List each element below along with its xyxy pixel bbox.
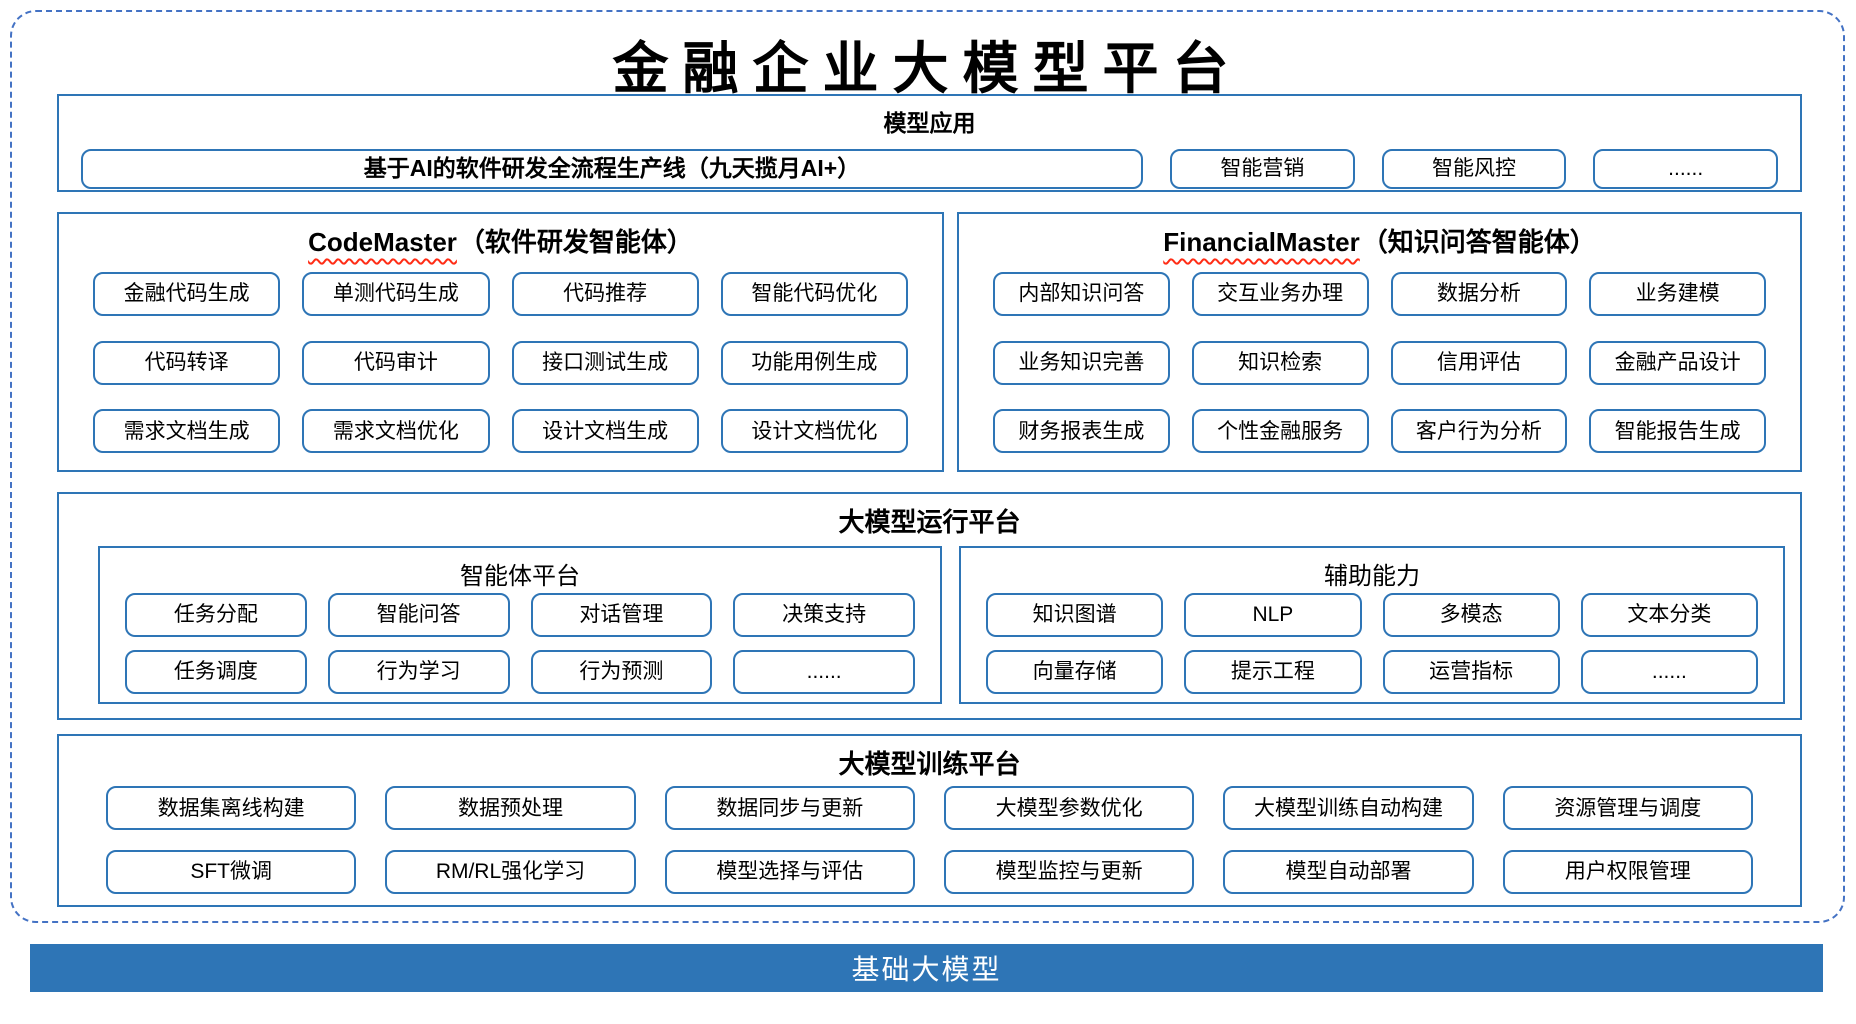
section-financialmaster: FinancialMaster（知识问答智能体） 内部知识问答 交互业务办理 数… — [957, 212, 1802, 472]
codemaster-feature-box: 设计文档生成 — [511, 409, 699, 454]
aux-capability-grid: 知识图谱 NLP 多模态 文本分类 向量存储 提示工程 运营指标 ...... — [961, 591, 1783, 704]
page-title: 金融企业大模型平台 — [612, 36, 1243, 102]
financialmaster-feature-box: 智能报告生成 — [1589, 409, 1766, 454]
codemaster-feature-box: 功能用例生成 — [720, 340, 908, 385]
train-platform-feature-box: 用户权限管理 — [1502, 849, 1753, 894]
agent-platform-feature-box: 智能问答 — [327, 593, 510, 637]
subsection-aux-capability: 辅助能力 知识图谱 NLP 多模态 文本分类 向量存储 提示工程 运营指标 ..… — [959, 546, 1785, 704]
section-codemaster: CodeMaster（软件研发智能体） 金融代码生成 单测代码生成 代码推荐 智… — [57, 212, 944, 472]
codemaster-feature-box: 需求文档优化 — [302, 409, 490, 454]
aux-capability-feature-box: 多模态 — [1382, 593, 1560, 637]
model-app-ellipsis-box: ...... — [1593, 149, 1779, 189]
financialmaster-feature-box: 个性金融服务 — [1191, 409, 1369, 454]
codemaster-title: CodeMaster（软件研发智能体） — [59, 222, 942, 259]
train-platform-feature-box: 大模型训练自动构建 — [1223, 786, 1474, 831]
train-platform-feature-box: SFT微调 — [106, 849, 357, 894]
agent-platform-feature-box: 任务分配 — [125, 593, 307, 637]
section-model-app: 模型应用 基于AI的软件研发全流程生产线（九天揽月AI+） 智能营销 智能风控 … — [57, 94, 1802, 192]
codemaster-feature-box: 智能代码优化 — [720, 271, 908, 316]
agent-platform-feature-box: 任务调度 — [125, 650, 307, 694]
financialmaster-feature-box: 内部知识问答 — [993, 271, 1170, 316]
financialmaster-feature-box: 数据分析 — [1390, 271, 1568, 316]
codemaster-feature-box: 金融代码生成 — [93, 271, 281, 316]
agent-platform-grid: 任务分配 智能问答 对话管理 决策支持 任务调度 行为学习 行为预测 .....… — [100, 591, 940, 704]
agent-platform-feature-box: ...... — [733, 650, 915, 694]
aux-capability-title: 辅助能力 — [1324, 563, 1420, 590]
train-platform-feature-box: 资源管理与调度 — [1502, 786, 1753, 831]
train-platform-feature-box: 模型自动部署 — [1223, 849, 1474, 894]
codemaster-feature-box: 接口测试生成 — [511, 340, 699, 385]
platform-outer-dashed-frame: 金融企业大模型平台 模型应用 基于AI的软件研发全流程生产线（九天揽月AI+） … — [10, 10, 1845, 923]
codemaster-title-en: CodeMaster — [308, 227, 457, 257]
aux-capability-feature-box: 向量存储 — [986, 650, 1164, 694]
financialmaster-feature-box: 金融产品设计 — [1589, 340, 1766, 385]
aux-capability-feature-box: 提示工程 — [1184, 650, 1362, 694]
agent-platform-title: 智能体平台 — [460, 563, 580, 590]
agents-row: CodeMaster（软件研发智能体） 金融代码生成 单测代码生成 代码推荐 智… — [57, 212, 1802, 472]
aux-capability-feature-box: 文本分类 — [1580, 593, 1758, 637]
run-platform-inner-row: 智能体平台 任务分配 智能问答 对话管理 决策支持 任务调度 行为学习 行为预测… — [98, 546, 1785, 704]
train-platform-feature-box: RM/RL强化学习 — [385, 849, 636, 894]
base-model-bar: 基础大模型 — [30, 944, 1823, 992]
ai-pipeline-box: 基于AI的软件研发全流程生产线（九天揽月AI+） — [81, 149, 1143, 189]
base-model-label: 基础大模型 — [851, 954, 1002, 985]
subsection-agent-platform: 智能体平台 任务分配 智能问答 对话管理 决策支持 任务调度 行为学习 行为预测… — [98, 546, 942, 704]
codemaster-feature-box: 需求文档生成 — [93, 409, 281, 454]
codemaster-feature-box: 代码推荐 — [511, 271, 699, 316]
aux-capability-feature-box: 知识图谱 — [986, 593, 1164, 637]
train-platform-feature-box: 数据同步与更新 — [664, 786, 915, 831]
section-model-app-title: 模型应用 — [883, 110, 976, 136]
train-platform-grid: 数据集离线构建 数据预处理 数据同步与更新 大模型参数优化 大模型训练自动构建 … — [59, 781, 1800, 905]
codemaster-feature-box: 单测代码生成 — [302, 271, 490, 316]
codemaster-title-cn: （软件研发智能体） — [458, 227, 693, 257]
train-platform-feature-box: 模型选择与评估 — [664, 849, 915, 894]
train-platform-feature-box: 模型监控与更新 — [943, 849, 1195, 894]
agent-platform-feature-box: 行为预测 — [530, 650, 713, 694]
financialmaster-feature-box: 业务知识完善 — [993, 340, 1170, 385]
section-train-platform: 大模型训练平台 数据集离线构建 数据预处理 数据同步与更新 大模型参数优化 大模… — [57, 734, 1802, 907]
codemaster-feature-box: 设计文档优化 — [720, 409, 908, 454]
codemaster-feature-box: 代码审计 — [302, 340, 490, 385]
run-platform-title: 大模型运行平台 — [838, 507, 1021, 537]
agent-platform-feature-box: 决策支持 — [733, 593, 915, 637]
financialmaster-title: FinancialMaster（知识问答智能体） — [959, 222, 1800, 259]
section-run-platform: 大模型运行平台 智能体平台 任务分配 智能问答 对话管理 决策支持 任务调度 行… — [57, 492, 1802, 720]
agent-platform-feature-box: 行为学习 — [327, 650, 510, 694]
financialmaster-feature-grid: 内部知识问答 交互业务办理 数据分析 业务建模 业务知识完善 知识检索 信用评估… — [959, 259, 1800, 470]
train-platform-feature-box: 数据集离线构建 — [106, 786, 357, 831]
train-platform-feature-box: 大模型参数优化 — [943, 786, 1195, 831]
smart-marketing-box: 智能营销 — [1170, 149, 1355, 189]
aux-capability-feature-box: NLP — [1184, 593, 1362, 637]
train-platform-title: 大模型训练平台 — [838, 749, 1021, 779]
financialmaster-feature-box: 知识检索 — [1191, 340, 1369, 385]
train-platform-feature-box: 数据预处理 — [385, 786, 636, 831]
smart-risk-control-box: 智能风控 — [1381, 149, 1567, 189]
financialmaster-feature-box: 财务报表生成 — [993, 409, 1170, 454]
financialmaster-title-cn: （知识问答智能体） — [1361, 227, 1596, 257]
financialmaster-feature-box: 信用评估 — [1390, 340, 1568, 385]
model-app-button-row: 基于AI的软件研发全流程生产线（九天揽月AI+） 智能营销 智能风控 .....… — [59, 149, 1800, 189]
codemaster-feature-box: 代码转译 — [93, 340, 281, 385]
financialmaster-feature-box: 业务建模 — [1589, 271, 1766, 316]
aux-capability-feature-box: 运营指标 — [1382, 650, 1560, 694]
financialmaster-feature-box: 交互业务办理 — [1191, 271, 1369, 316]
financialmaster-feature-box: 客户行为分析 — [1390, 409, 1568, 454]
financialmaster-title-en: FinancialMaster — [1163, 227, 1360, 257]
codemaster-feature-grid: 金融代码生成 单测代码生成 代码推荐 智能代码优化 代码转译 代码审计 接口测试… — [59, 259, 942, 470]
aux-capability-feature-box: ...... — [1580, 650, 1758, 694]
agent-platform-feature-box: 对话管理 — [530, 593, 713, 637]
